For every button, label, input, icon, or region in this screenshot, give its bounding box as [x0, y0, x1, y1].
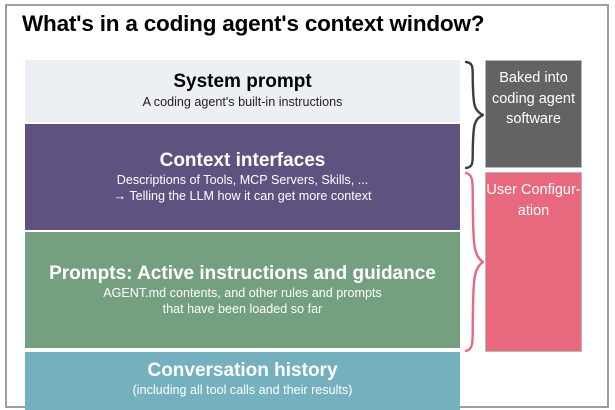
layer-conversation-history-title: Conversation history [147, 360, 338, 381]
layer-system-prompt-subtitle: A coding agent's built-in instructions [142, 94, 343, 109]
layer-prompts-subtitle-line2: that have been loaded so far [162, 301, 323, 316]
layer-context-interfaces-title: Context interfaces [159, 149, 326, 171]
layer-prompts-title-line2: and guidance [313, 262, 436, 284]
layer-context-interfaces-subtitle-line2: → Telling the LLM how it can get more co… [113, 188, 372, 203]
layer-prompts-title-line1: Prompts: Active instructions [49, 262, 309, 284]
layer-prompts-title: Prompts: Active instructions and guidanc… [49, 263, 436, 284]
layer-system-prompt: System prompt A coding agent's built-in … [25, 60, 460, 122]
layer-prompts-subtitle: AGENT.md contents, and other rules and p… [103, 286, 382, 318]
page-title: What's in a coding agent's context windo… [22, 11, 485, 36]
layer-conversation-history: Conversation history (including all tool… [25, 352, 460, 410]
annotation-user-configuration-label: User Configur- ation [486, 182, 581, 219]
curly-brace-icon-baked-in [462, 60, 484, 170]
layer-context-interfaces-subtitle: Descriptions of Tools, MCP Servers, Skil… [113, 173, 371, 205]
layer-context-interfaces-subtitle-line1: Descriptions of Tools, MCP Servers, Skil… [116, 172, 369, 187]
annotation-baked-in: Baked into coding agent software [485, 60, 582, 168]
layer-context-interfaces: Context interfaces Descriptions of Tools… [25, 124, 460, 230]
layer-conversation-history-subtitle: (including all tool calls and their resu… [132, 383, 353, 398]
layer-prompts-subtitle-line1: AGENT.md contents, and other rules and p… [103, 285, 382, 300]
curly-brace-icon-user-configuration [462, 171, 484, 353]
layer-prompts: Prompts: Active instructions and guidanc… [25, 232, 460, 348]
annotation-user-configuration: User Configur- ation [485, 172, 582, 352]
layer-system-prompt-title: System prompt [173, 71, 312, 93]
annotation-baked-in-label: Baked into coding agent software [491, 70, 576, 128]
